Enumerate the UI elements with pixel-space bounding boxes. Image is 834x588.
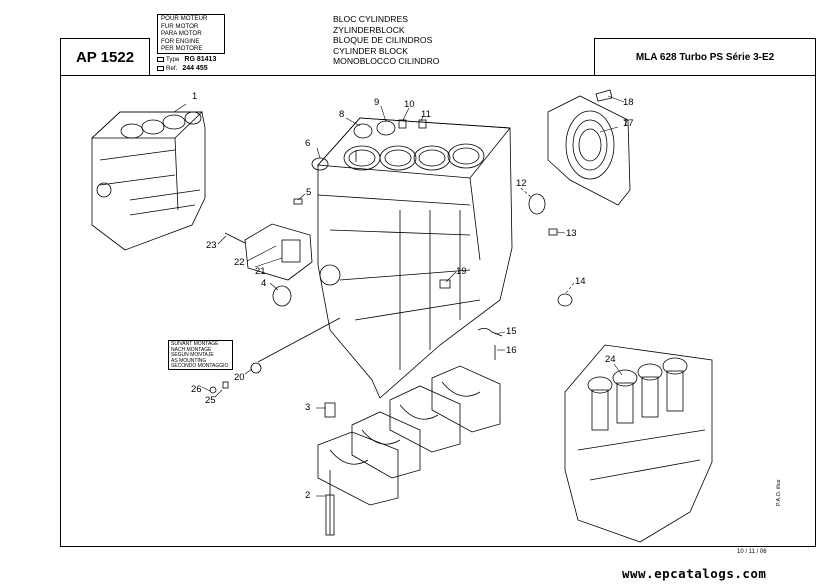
callout-16[interactable]: 16 — [506, 345, 517, 356]
ref-label: Ref. — [166, 65, 178, 72]
callout-6[interactable]: 6 — [305, 138, 311, 149]
note-line: SECONDO MONTAGGIO — [171, 363, 229, 370]
type-label: Type — [166, 56, 180, 63]
callout-15[interactable]: 15 — [506, 326, 517, 337]
block-small-icon — [90, 111, 206, 251]
type-row: Type RG 81413 — [157, 56, 216, 63]
note-line: AS MOUNTING — [171, 357, 207, 364]
side-cover-icon — [244, 223, 313, 281]
note-line: SUIVANT MONTAGE — [171, 341, 219, 347]
callout-21[interactable]: 21 — [255, 266, 266, 277]
website-watermark[interactable]: www.epcatalogs.com — [622, 566, 767, 581]
lang-line: PER MOTORE — [161, 45, 203, 53]
callout-7[interactable]: 7 — [623, 118, 629, 129]
type-value: RG 81413 — [184, 56, 217, 63]
model-name: MLA 628 Turbo PS Série 3-E2 — [594, 38, 816, 75]
title-block: BLOC CYLINDRES ZYLINDERBLOCK BLOQUE DE C… — [333, 14, 439, 67]
callout-11[interactable]: 11 — [421, 109, 431, 120]
lang-line: PARA MOTOR — [161, 30, 202, 38]
callout-19[interactable]: 19 — [456, 266, 467, 277]
callout-26[interactable]: 26 — [191, 384, 202, 395]
title-line: CYLINDER BLOCK — [333, 45, 408, 56]
ref-value: 244 455 — [182, 65, 208, 72]
title-line: MONOBLOCCO CILINDRO — [333, 56, 440, 67]
callout-23[interactable]: 23 — [206, 240, 217, 251]
leader-lines-icon — [173, 95, 625, 497]
lang-line: FUR MOTOR — [161, 22, 199, 30]
title-line: BLOC CYLINDRES — [333, 14, 408, 24]
block-cutaway-icon — [564, 344, 713, 543]
ref-row: Ref. 244 455 — [157, 65, 208, 72]
checkbox-icon — [157, 66, 164, 71]
seal-plate-icon — [547, 95, 631, 206]
callout-3[interactable]: 3 — [305, 402, 311, 413]
callout-4[interactable]: 4 — [261, 278, 267, 289]
callout-13[interactable]: 13 — [566, 228, 577, 239]
mounting-note: SUIVANT MONTAGE NACH MONTAGE SEGUN MONTA… — [168, 340, 233, 370]
note-line: NACH MONTAGE — [171, 346, 212, 353]
title-line: ZYLINDERBLOCK — [333, 24, 405, 35]
callout-22[interactable]: 22 — [234, 257, 245, 268]
small-parts-icon — [209, 89, 613, 536]
illustration-credit: P.A.O. illus — [776, 479, 782, 507]
callout-14[interactable]: 14 — [575, 276, 586, 287]
title-line: BLOQUE DE CILINDROS — [333, 35, 433, 46]
catalog-code: AP 1522 — [60, 38, 150, 75]
callout-12[interactable]: 12 — [516, 178, 527, 189]
callout-18[interactable]: 18 — [623, 97, 634, 108]
callout-2[interactable]: 2 — [305, 490, 311, 501]
callout-25[interactable]: 25 — [205, 395, 216, 406]
callout-10[interactable]: 10 — [404, 99, 415, 110]
drawing-frame — [60, 75, 816, 547]
callout-1[interactable]: 1 — [192, 91, 198, 102]
note-line: SEGUN MONTAJE — [171, 352, 214, 359]
callout-20[interactable]: 20 — [234, 372, 245, 383]
language-box: POUR MOTEUR FUR MOTOR PARA MOTOR FOR ENG… — [157, 14, 225, 54]
callout-9[interactable]: 9 — [374, 97, 380, 108]
callout-24[interactable]: 24 — [605, 354, 616, 365]
lang-line: POUR MOTEUR — [161, 15, 208, 22]
callout-17[interactable]: 17 — [623, 118, 634, 129]
cylinder-block-icon — [317, 117, 513, 399]
checkbox-icon — [157, 57, 164, 62]
callout-5[interactable]: 5 — [306, 187, 312, 198]
drawing-date: 10 / 11 / 06 — [737, 549, 767, 555]
lang-line: FOR ENGINE — [161, 37, 200, 45]
bearing-caps-icon — [317, 365, 501, 506]
callout-8[interactable]: 8 — [339, 109, 345, 120]
